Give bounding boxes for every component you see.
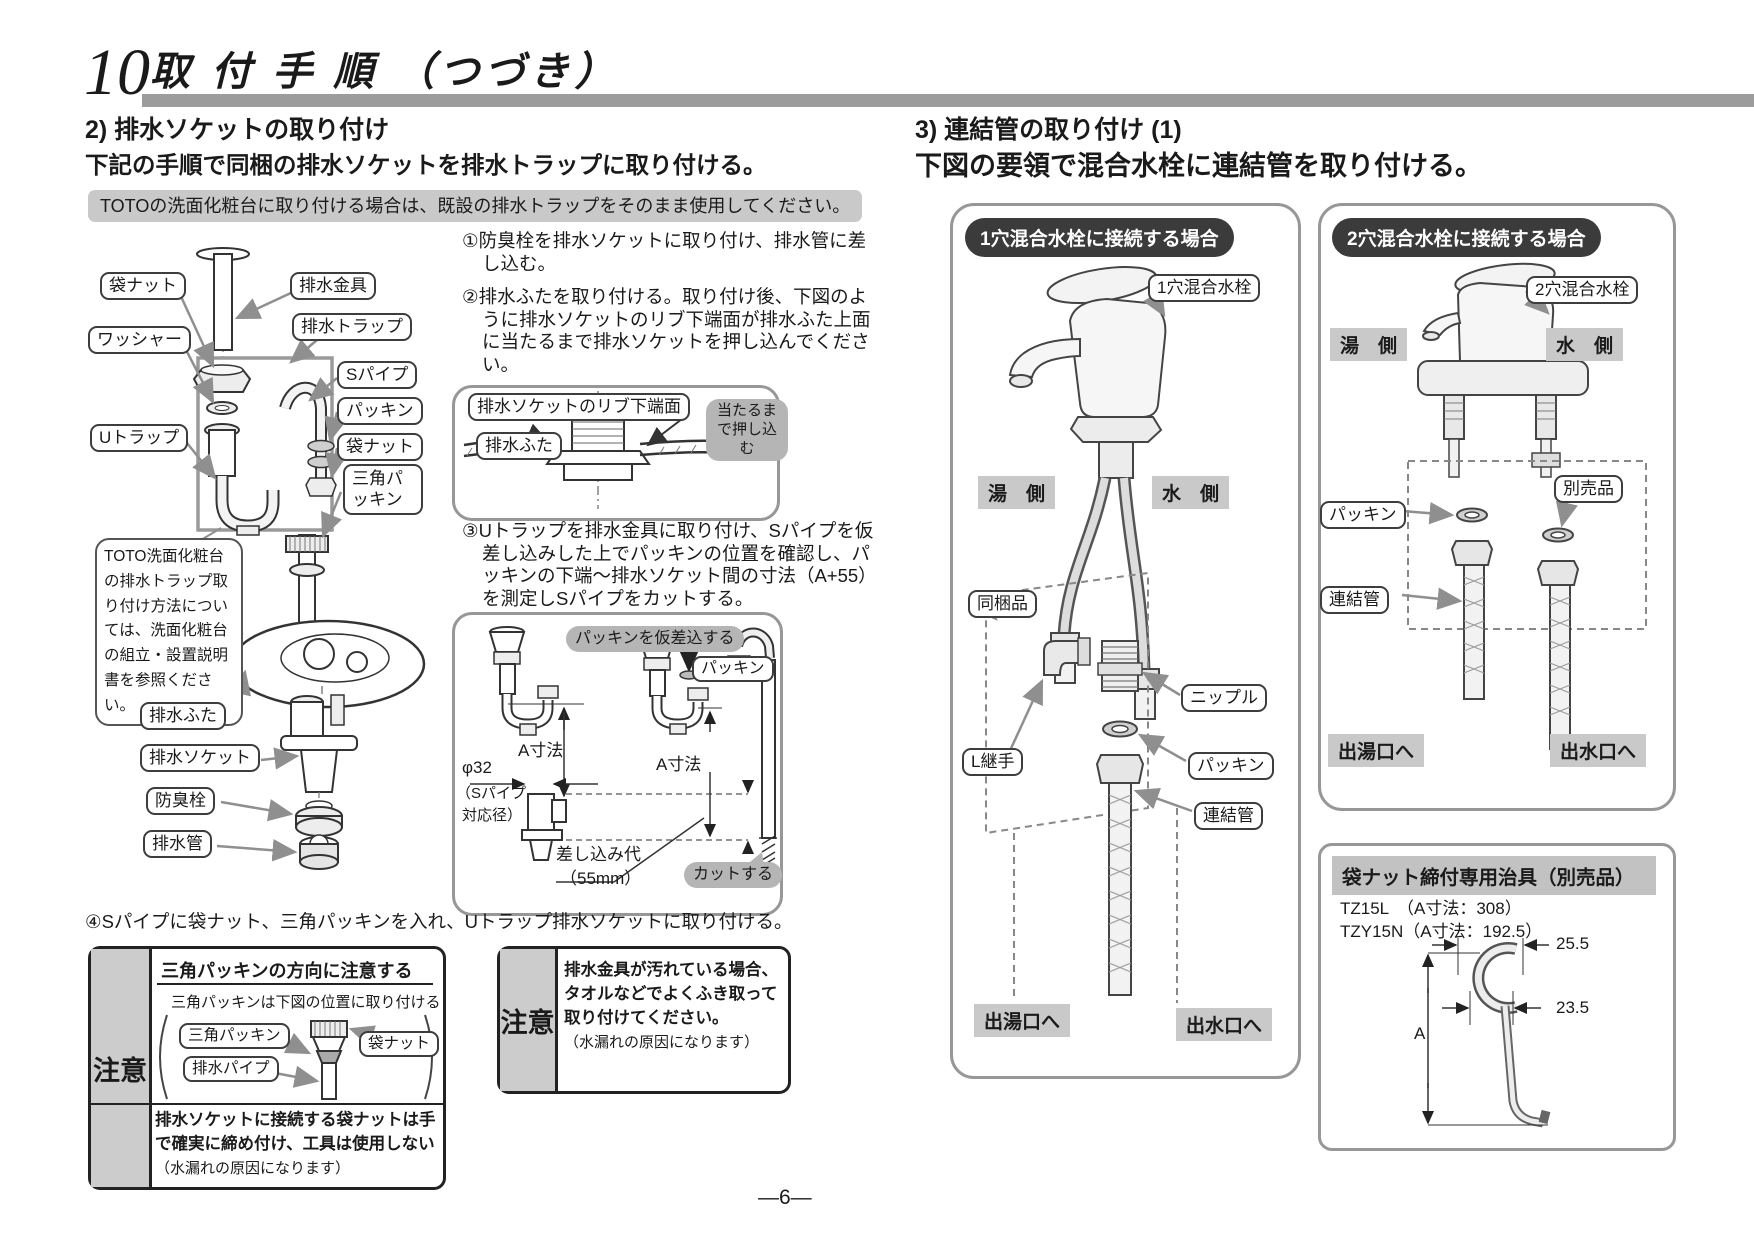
two-hole-faucet-illustration [1401,262,1647,750]
drain-socket-label: 排水ソケット [140,744,260,772]
one-hole-panel-header: 1穴混合水栓に接続する場合 [965,218,1234,257]
step-1: ①防臭栓を排水ソケットに取り付け、排水管に差し込む。 [462,230,867,274]
push-until-contact-bubble: 当たるまで押し込む [706,399,788,462]
connecting-pipe-label-panel1: 連結管 [1194,802,1263,830]
jig-dim-23-5: 23.5 [1556,998,1590,1017]
drain-lid-label: 排水ふた [140,702,226,730]
caution-drain-pipe-label: 排水パイプ [183,1056,279,1082]
page-title: 取 付 手 順 （つづき） [150,50,620,94]
cold-side-tag-2: 水 側 [1546,328,1624,361]
caution-1-sub: 三角パッキンは下図の位置に取り付ける [171,994,441,1011]
drain-trap-exploded-illustration [176,247,426,870]
right-subheading: 下図の要領で混合水栓に連結管を取り付ける。 [915,151,1482,181]
caution-1-divider [157,983,433,985]
hot-side-tag-2: 湯 側 [1330,328,1408,361]
dia-note-2: 対応径） [462,807,523,824]
included-parts-label: 同梱品 [968,590,1037,618]
caution-2-text: 排水金具が汚れている場合、タオルなどでよくふき取って取り付けてください。 [564,961,779,1027]
insertion-depth-value: （55mm） [560,869,642,888]
jig-illustration [1422,938,1551,1128]
vanity-note: TOTO洗面化粧台の排水トラップ取り付け方法については、洗面化粧台の組立・設置説… [95,538,243,726]
cut-here-bubble: カットする [684,862,783,888]
packing-label-panel1: パッキン [1188,752,1274,780]
connecting-pipe-label-panel2: 連結管 [1320,586,1389,614]
dia-note-1: （Sパイプ [456,785,527,802]
jig-dim-25-5: 25.5 [1556,934,1590,953]
washer-label: ワッシャー [88,326,191,354]
caution-1-divider-2 [91,1103,443,1105]
jig-dim-a: A [1414,1024,1426,1043]
caution-2-body: 排水金具が汚れている場合、タオルなどでよくふき取って取り付けてください。 （水漏… [564,959,778,1055]
caution-box-1: 注意 三角パッキンの方向に注意する 三角パッキンは下図の位置に取り付ける 三角パ… [88,946,446,1190]
caution-1-title: 三角パッキンの方向に注意する [161,961,413,981]
caution-1-tag: 注意 [91,949,152,1187]
drain-trap-label: 排水トラップ [292,313,412,341]
cap-nut-label: 袋ナット [100,272,186,300]
header-rule [142,94,1754,107]
step-4: ④Sパイプに袋ナット、三角パッキンを入れ、Uトラップ排水ソケットに取り付ける。 [85,911,793,932]
one-hole-faucet-illustration [972,266,1193,1003]
drain-lid-fig-label: 排水ふた [476,432,562,460]
caution-1-bottom-text: 排水ソケットに接続する袋ナットは手で確実に締め付け、工具は使用しない [155,1111,436,1153]
packing-label: パッキン [337,397,423,425]
packing-label-panel2: パッキン [1320,501,1406,529]
one-hole-faucet-label: 1穴混合水栓 [1148,274,1261,302]
nipple-label: ニップル [1181,684,1267,712]
to-hot-outlet-tag-2: 出湯口へ [1328,734,1425,767]
dia-32: φ32 [462,758,492,777]
cap-nut-label-2: 袋ナット [337,433,423,461]
caution-box-2: 注意 排水金具が汚れている場合、タオルなどでよくふき取って取り付けてください。 … [497,946,791,1094]
step-2: ②排水ふたを取り付ける。取り付け後、下図のように排水ソケットのリブ下端面が排水ふ… [462,286,871,375]
caution-1-bottom-paren: （水漏れの原因になります） [155,1159,351,1177]
to-cold-outlet-tag-2: 出水口へ [1550,734,1647,767]
packing-fig-label: パッキン [692,656,774,683]
to-cold-outlet-tag-1: 出水口へ [1176,1008,1273,1041]
s-pipe-label: Sパイプ [337,361,418,389]
dim-a-left: A寸法 [518,741,564,760]
step-3: ③Uトラップを排水金具に取り付け、Sパイプを仮差し込みした上でパッキンの位置を確… [462,520,877,609]
caution-1-bottom: 排水ソケットに接続する袋ナットは手で確実に締め付け、工具は使用しない （水漏れの… [155,1109,437,1181]
jig-box-title: 袋ナット締付専用治具（別売品） [1332,856,1656,895]
triangle-packing-label: 三角パッキン [343,464,423,515]
right-heading: 3) 連結管の取り付け (1) [915,116,1182,144]
cold-side-tag-1: 水 側 [1152,476,1230,509]
jig-model-2: TZY15N（A寸法：192.5） [1340,922,1543,941]
left-heading: 2) 排水ソケットの取り付け [85,116,390,144]
u-trap-label: Uトラップ [90,424,189,452]
section-number: 10 [84,36,150,109]
two-hole-faucet-label: 2穴混合水栓 [1526,276,1639,304]
drain-fitting-label: 排水金具 [290,272,376,300]
two-hole-panel-header: 2穴混合水栓に接続する場合 [1332,218,1601,257]
drain-pipe-label: 排水管 [143,830,212,858]
l-joint-label: L継手 [962,748,1024,776]
rib-face-label: 排水ソケットのリブ下端面 [468,393,690,421]
to-hot-outlet-tag-1: 出湯口へ [974,1004,1071,1037]
toto-note-bar: TOTOの洗面化粧台に取り付ける場合は、既設の排水トラップをそのまま使用してくだ… [88,190,863,222]
caution-cap-nut-label: 袋ナット [359,1031,440,1057]
odor-plug-label: 防臭栓 [146,787,215,815]
sold-separately-label: 別売品 [1554,475,1623,503]
caution-triangle-packing-label: 三角パッキン [179,1023,290,1049]
temp-insert-packing-bubble: パッキンを仮差込する [566,626,744,652]
hot-side-tag-1: 湯 側 [978,476,1056,509]
caution-2-paren: （水漏れの原因になります） [564,1033,760,1051]
insertion-depth-label: 差し込み代 [556,845,641,864]
caution-2-tag: 注意 [500,949,558,1091]
dim-a-right: A寸法 [656,755,702,774]
jig-model-1: TZ15L （A寸法：308） [1340,899,1522,918]
left-subheading: 下記の手順で同梱の排水ソケットを排水トラップに取り付ける。 [85,152,767,178]
page-number: —6— [758,1186,812,1209]
